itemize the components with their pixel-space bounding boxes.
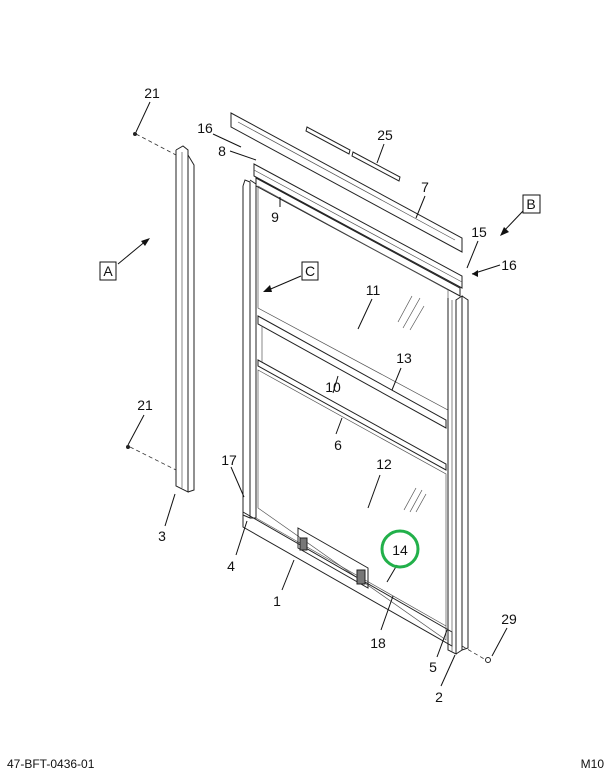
callout-16[interactable]: 16 [501,257,517,273]
screw-path-21-top [135,133,177,156]
right-frame-part-2 [447,295,469,655]
screw-path-29 [461,645,487,661]
callout-21[interactable]: 21 [144,85,160,101]
view-label-box-a [99,261,117,281]
callout-9[interactable]: 9 [271,209,279,225]
callout-8[interactable]: 8 [218,143,226,159]
drawing-number: 47-BFT-0436-01 [7,757,95,771]
view-label-box-c [301,261,319,281]
callout-7[interactable]: 7 [421,179,429,195]
strip-part-25 [351,151,401,182]
view-label-b: B [526,196,535,212]
callout-2[interactable]: 2 [435,689,443,705]
screw-path-21-bottom [129,446,177,471]
highlight-circle [380,529,420,569]
callout-4[interactable]: 4 [227,558,235,574]
header-channel [253,163,463,297]
callout-17[interactable]: 17 [221,452,237,468]
sheet-id: M10 [580,757,604,771]
middle-rail [257,315,447,471]
strip-part-25 [305,126,351,155]
left-frame-part-4 [242,179,257,519]
callout-5[interactable]: 5 [429,659,437,675]
callout-14[interactable]: 14 [392,542,408,558]
callout-18[interactable]: 18 [370,635,386,651]
callout-25[interactable]: 25 [377,127,393,143]
view-label-c: C [305,263,315,279]
bottom-rail-part-1 [242,511,453,647]
glass-reflection-icon [397,295,425,331]
screw-21-top [133,132,137,136]
callout-21[interactable]: 21 [137,397,153,413]
view-label-a: A [103,263,113,279]
callout-29[interactable]: 29 [501,611,517,627]
callout-1[interactable]: 1 [273,593,281,609]
screw-21-bottom [126,445,130,449]
leader-lines [117,101,524,687]
callout-12[interactable]: 12 [376,456,392,472]
glass-reflection-icon [403,487,427,513]
callout-10[interactable]: 10 [325,379,341,395]
lower-glass-part-12 [257,369,447,641]
screw-29 [485,657,491,663]
callout-13[interactable]: 13 [396,350,412,366]
callout-11[interactable]: 11 [366,282,381,298]
callout-15[interactable]: 15 [471,224,487,240]
callout-6[interactable]: 6 [334,437,342,453]
latch-handle [297,527,369,589]
callout-3[interactable]: 3 [158,528,166,544]
top-seal [230,112,463,253]
view-label-box-b [522,194,541,214]
left-rail-part-3 [175,145,195,493]
callout-16[interactable]: 16 [197,120,213,136]
